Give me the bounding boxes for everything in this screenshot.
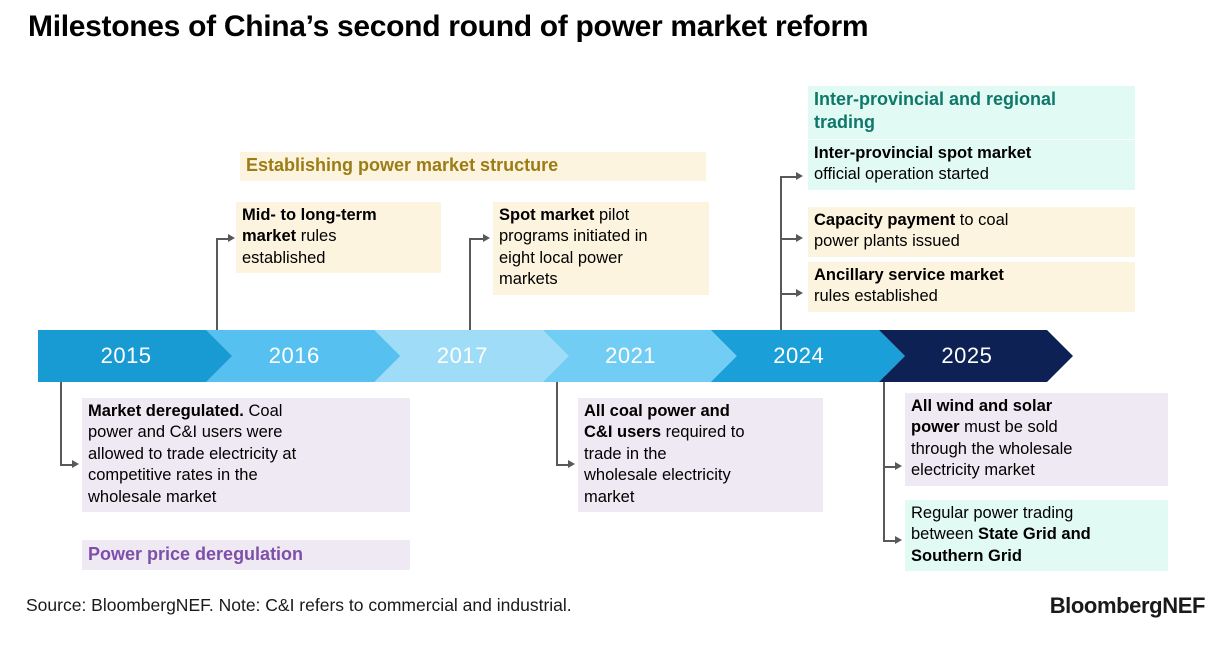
milestone-box-wind-solar: All wind and solar power must be sold thro… <box>905 393 1168 486</box>
group-label-deregulation-text: Power price deregulation <box>88 544 304 564</box>
milestone-box-regular-trading: Regular power trading between State Grid … <box>905 500 1168 572</box>
milestone-line: All coal power and <box>584 402 730 420</box>
timeline-segment-2015[interactable]: 2015 <box>38 330 233 382</box>
milestone-line: Regular power trading <box>911 504 1074 522</box>
milestone-line: competitive rates in the <box>88 466 258 485</box>
milestone-line: Inter-provincial spot market <box>814 144 1032 162</box>
milestone-line: power plants issued <box>814 232 960 251</box>
timeline-segment-2021[interactable]: 2021 <box>542 330 737 382</box>
milestone-line: between State Grid and <box>911 525 1091 544</box>
milestone-line: established <box>242 248 326 267</box>
group-label-interprovincial-line2: trading <box>814 112 875 133</box>
milestone-line: Capacity payment to coal <box>814 211 1009 229</box>
milestone-line: market <box>584 487 635 506</box>
milestone-box-capacity-payment: Capacity payment to coal power plants iss… <box>808 207 1135 257</box>
timeline-segment-2025[interactable]: 2025 <box>878 330 1073 382</box>
group-label-interprovincial-line1: Inter-provincial and regional <box>814 89 1057 109</box>
milestone-line: programs initiated in <box>499 227 648 246</box>
milestone-line: markets <box>499 270 558 289</box>
milestone-line: Mid- to long-term <box>242 206 377 224</box>
group-label-establishing-text: Establishing power market structure <box>246 155 559 175</box>
timeline-year-label: 2021 <box>605 343 657 368</box>
milestone-line: wholesale electricity <box>584 466 731 485</box>
milestone-line: Southern Grid <box>911 546 1022 565</box>
milestone-box-mid-long-term: Mid- to long-term market rules established <box>236 202 441 274</box>
milestone-line: electricity market <box>911 461 1035 480</box>
milestone-box-interprovincial-spot: Inter-provincial spot market official ope… <box>808 140 1135 190</box>
group-label-establishing: Establishing power market structure <box>240 152 706 182</box>
milestone-line: All wind and solar <box>911 397 1053 415</box>
source-note: Source: BloombergNEF. Note: C&I refers t… <box>26 595 572 615</box>
milestone-line: through the wholesale <box>911 439 1073 458</box>
milestone-line: wholesale market <box>88 487 217 506</box>
timeline-year-label: 2024 <box>773 343 825 368</box>
timeline-segment-2024[interactable]: 2024 <box>710 330 905 382</box>
timeline-band: 2015 2016 2017 2021 2024 2025 <box>38 330 1073 382</box>
timeline-year-label: 2025 <box>941 343 993 368</box>
timeline-year-label: 2016 <box>268 343 320 368</box>
page-title: Milestones of China’s second round of po… <box>28 10 869 43</box>
milestone-line: C&I users required to <box>584 423 745 442</box>
milestone-box-spot-market-pilot: Spot market pilot programs initiated in ei… <box>493 202 709 295</box>
milestone-box-market-deregulated: Market deregulated. Coal power and C&I us… <box>82 398 410 513</box>
milestone-line: power and C&I users were <box>88 423 283 442</box>
milestone-line: official operation started <box>814 165 989 184</box>
timeline-year-label: 2015 <box>100 343 152 368</box>
milestone-line: Ancillary service market <box>814 266 1004 284</box>
milestone-line: Spot market pilot <box>499 206 630 224</box>
milestone-line: Market deregulated. Coal <box>88 402 283 420</box>
milestone-box-ancillary-service: Ancillary service market rules establishe… <box>808 262 1135 312</box>
group-label-interprovincial: Inter-provincial and regional trading <box>808 86 1135 139</box>
milestone-line: market rules <box>242 227 337 246</box>
timeline-segment-2017[interactable]: 2017 <box>374 330 569 382</box>
timeline-segment-2016[interactable]: 2016 <box>206 330 401 382</box>
milestone-line: allowed to trade electricity at <box>88 444 297 463</box>
milestone-line: eight local power <box>499 248 623 267</box>
milestone-line: trade in the <box>584 444 667 463</box>
milestone-line: power must be sold <box>911 418 1058 437</box>
bloombergnef-logo: BloombergNEF <box>1049 593 1206 618</box>
timeline-year-label: 2017 <box>436 343 488 368</box>
milestone-line: rules established <box>814 287 938 306</box>
group-label-deregulation: Power price deregulation <box>82 540 410 571</box>
